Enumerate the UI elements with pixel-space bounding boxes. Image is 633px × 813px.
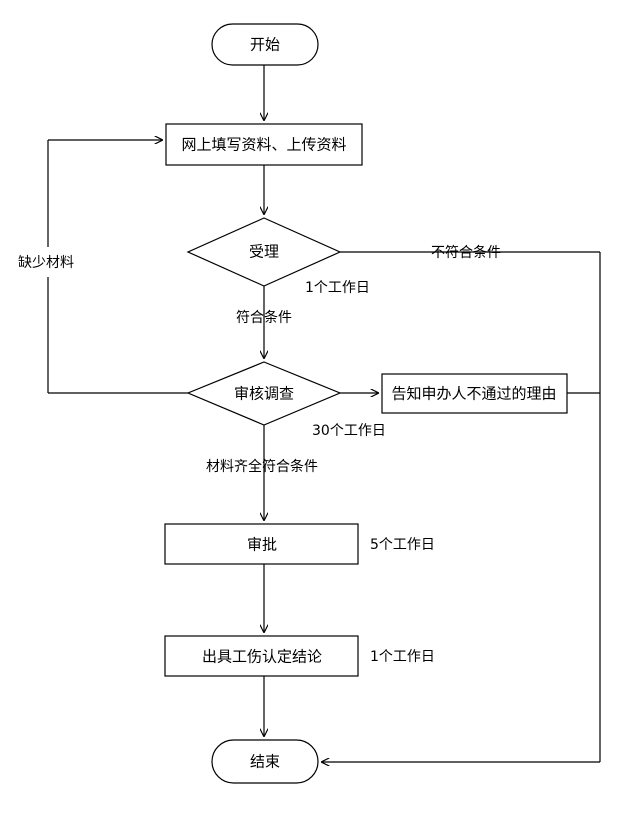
node-notify-shape <box>381 373 568 414</box>
node-conclude-shape <box>164 635 359 677</box>
node-accept-shape <box>186 217 342 287</box>
node-end-shape <box>211 739 319 784</box>
node-approve-shape <box>164 523 359 565</box>
node-review-shape <box>186 361 342 426</box>
node-submit-shape <box>165 123 363 166</box>
node-start-shape <box>211 23 319 66</box>
